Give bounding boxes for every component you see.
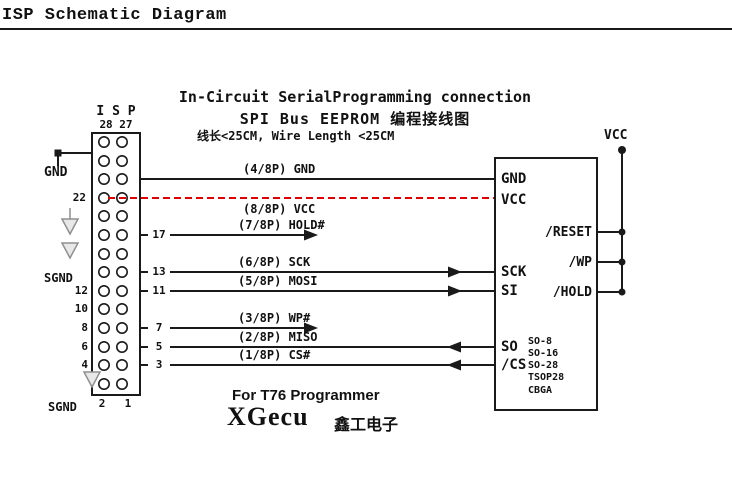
signal-pin — [98, 340, 111, 353]
isp-top-pin-numbers: 28 27 — [99, 118, 133, 131]
chip-pin-hold: /HOLD — [552, 285, 592, 300]
package-so16: SO-16 — [528, 348, 559, 359]
pin-number-6: 6 — [81, 340, 88, 353]
chip-pin-so: SO — [501, 339, 518, 355]
sgnd-label-bottom: SGND — [48, 400, 77, 414]
gnd-label: GND — [44, 165, 68, 180]
wire-label-miso: (2/8P) MISO — [238, 330, 318, 344]
cs-arrow — [447, 359, 461, 371]
chip-pin-sck: SCK — [501, 264, 527, 280]
wp-arrow — [304, 322, 318, 334]
junction-dot — [618, 258, 626, 266]
power-pin — [98, 173, 111, 186]
package-so8: SO-8 — [528, 336, 553, 347]
diagram-subtitle: SPI Bus EEPROM 编程接线图 — [239, 110, 471, 128]
chip-pin-wp: /WP — [568, 255, 592, 270]
wire-number-11: 11 — [148, 284, 170, 297]
diagram-title: In-Circuit SerialProgramming connection — [178, 88, 532, 106]
ground-symbol — [60, 242, 80, 260]
isp-connector-box — [91, 132, 141, 396]
isp-bottom-pin-numbers: 2 1 — [98, 397, 134, 410]
wire-label-vcc: (8/8P) VCC — [243, 202, 316, 216]
isp-label: I S P — [96, 104, 136, 119]
pin-number-8: 8 — [81, 321, 88, 334]
wire-label-wp: (3/8P) WP# — [238, 311, 311, 325]
chip-pin-vcc: VCC — [501, 192, 527, 208]
gnd-pad — [54, 149, 62, 157]
pin-number-10: 10 — [74, 302, 88, 315]
page-title: ISP Schematic Diagram — [2, 6, 227, 25]
signal-pin — [98, 321, 111, 334]
pin-number-4: 4 — [81, 358, 88, 371]
eeprom-chip-box — [494, 157, 598, 411]
power-pin — [98, 192, 111, 205]
junction-dot — [618, 228, 626, 236]
signal-pin — [98, 358, 111, 371]
signal-pin — [98, 284, 111, 297]
miso-arrow — [447, 341, 461, 353]
package-tsop28: TSOP28 — [528, 372, 565, 383]
signal-pin — [98, 265, 111, 278]
wire-label-hold: (7/8P) HOLD# — [238, 218, 325, 232]
chip-pin-reset: /RESET — [545, 225, 592, 240]
wire-number-5: 5 — [148, 340, 170, 353]
xgecu-logo-cn: 鑫工电子 — [334, 417, 399, 434]
wire-number-17: 17 — [148, 228, 170, 241]
signal-pin — [98, 229, 111, 242]
chip-pin-si: SI — [501, 283, 518, 299]
wire-label-gnd: (4/8P) GND — [243, 162, 316, 176]
chip-pin-gnd: GND — [501, 171, 527, 187]
package-cbga: CBGA — [528, 385, 553, 396]
wire-number-13: 13 — [148, 265, 170, 278]
ground-symbol — [82, 371, 102, 389]
xgecu-logo: XGecu — [227, 402, 309, 431]
sck-arrow — [448, 266, 462, 278]
programmer-note: For T76 Programmer — [232, 387, 380, 404]
wire-label-mosi: (5/8P) MOSI — [238, 274, 318, 288]
wire-label-sck: (6/8P) SCK — [238, 255, 311, 269]
chip-pin-cs: /CS — [501, 357, 527, 373]
isp-pin-grid — [98, 136, 129, 390]
vcc-rail-label: VCC — [604, 128, 628, 143]
wire-number-3: 3 — [148, 358, 170, 371]
wire-number-7: 7 — [148, 321, 170, 334]
pin-number-22: 22 — [72, 191, 86, 204]
mosi-arrow — [448, 285, 462, 297]
hold-arrow — [304, 229, 318, 241]
sgnd-label: SGND — [44, 271, 73, 285]
ground-symbol — [60, 218, 80, 236]
junction-dot — [618, 288, 626, 296]
pin-number-12: 12 — [74, 284, 88, 297]
wire-label-cs: (1/8P) CS# — [238, 348, 311, 362]
wire-length-note: 线长<25CM, Wire Length <25CM — [197, 129, 395, 143]
package-so28: SO-28 — [528, 360, 559, 371]
junction-dot — [618, 146, 626, 154]
